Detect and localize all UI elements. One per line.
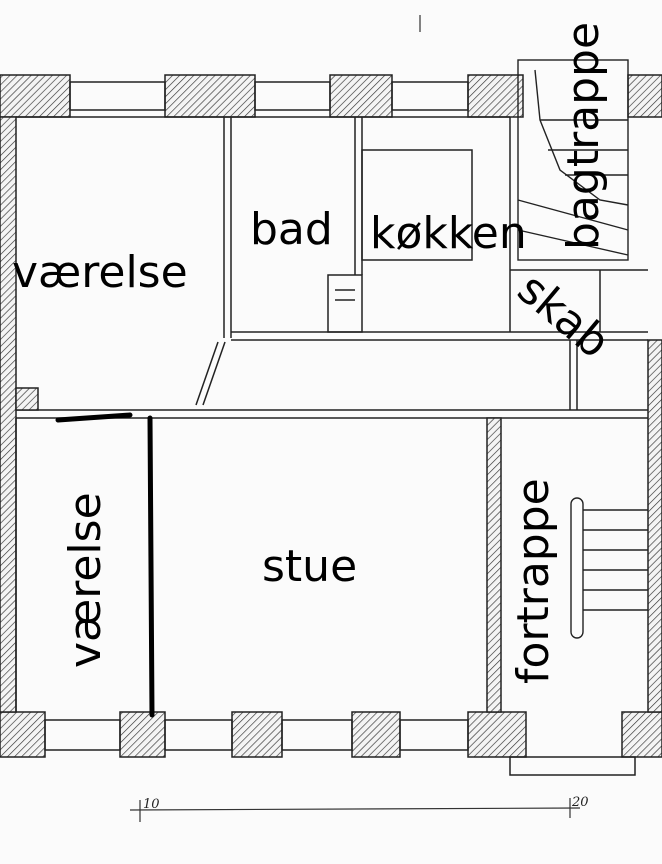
room-label-vaerelse-top: værelse bbox=[12, 247, 188, 298]
bottom-outer-wall bbox=[0, 711, 662, 776]
scale-bar bbox=[129, 15, 581, 822]
room-label-kokken: køkken bbox=[370, 208, 527, 259]
upper-interior-walls bbox=[16, 116, 648, 410]
front-stair bbox=[570, 497, 648, 639]
left-outer-wall bbox=[0, 116, 17, 713]
new-partition bbox=[55, 412, 155, 718]
room-label-fortrappe: fortrappe bbox=[508, 478, 559, 684]
room-label-vaerelse-left: værelse bbox=[60, 492, 111, 668]
scale-tick-10: 10 bbox=[143, 797, 160, 812]
scale-tick-20: 20 bbox=[571, 795, 589, 810]
room-label-bagtrappe: bagtrappe bbox=[558, 22, 609, 250]
right-outer-wall bbox=[647, 339, 662, 713]
lower-interior-walls bbox=[15, 417, 502, 713]
room-label-bad: bad bbox=[250, 204, 333, 255]
room-label-stue: stue bbox=[262, 541, 357, 592]
back-stair bbox=[517, 59, 629, 261]
